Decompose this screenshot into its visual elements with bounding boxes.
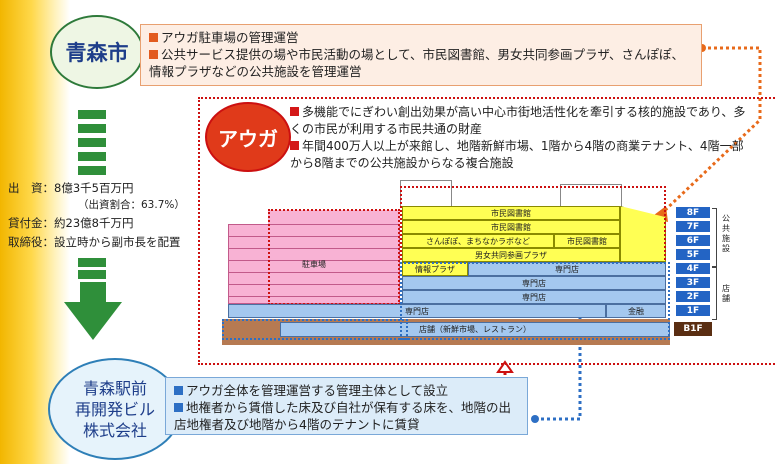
parking-outline — [268, 209, 400, 305]
company-name-line-1: 青森駅前 — [82, 378, 147, 398]
bullet-square-icon — [290, 107, 299, 116]
public-bracket — [712, 208, 717, 268]
green-dash — [78, 138, 106, 147]
public-outline — [400, 186, 666, 264]
green-dash — [78, 166, 106, 175]
company-description: アウガ全体を管理運営する管理主体として設立 地権者から賃借した床及び自社が保有す… — [165, 377, 528, 435]
public-label: 公共施設 — [722, 214, 730, 253]
city-item-1: アウガ駐車場の管理運営 — [149, 29, 693, 46]
shop-label: 店舗 — [722, 284, 730, 303]
green-dash — [78, 152, 106, 161]
bullet-square-icon — [149, 33, 158, 42]
city-description: アウガ駐車場の管理運営 公共サービス提供の場や市民活動の場として、市民図書館、男… — [140, 24, 702, 86]
auga-oval: アウガ — [205, 102, 291, 172]
floor-1f-b: 金融 — [606, 304, 666, 318]
public-wing — [620, 206, 666, 262]
city-name: 青森市 — [65, 41, 129, 65]
green-dash — [78, 124, 106, 133]
floor-2f: 専門店 — [402, 290, 666, 304]
floor-badge-6f: 6F — [676, 235, 710, 246]
company-oval: 青森駅前 再開発ビル 株式会社 — [48, 358, 182, 460]
floor-b1: 店舗（新鮮市場、レストラン） — [280, 322, 670, 337]
shop-bracket — [712, 266, 717, 320]
company-item-2: 地権者から賃借した床及び自社が保有する床を、地階の出店地権者及び地階から4階のテ… — [174, 400, 512, 432]
parking-top — [268, 210, 400, 224]
shop-outline — [400, 262, 670, 340]
down-arrow-stem — [80, 282, 106, 304]
floor-badge-7f: 7F — [676, 221, 710, 232]
city-connector — [658, 46, 762, 217]
auga-item-2: 年間400万人以上が来館し、地階新鮮市場、1階から4階の商業テナント、4階一部か… — [290, 139, 744, 170]
loan-row: 貸付金：約23億8千万円 — [8, 216, 134, 230]
floor-badge-5f: 5F — [676, 249, 710, 260]
company-dot — [531, 415, 539, 423]
floor-6f-a: さんぽぽ、まちなかラボなど — [402, 234, 554, 248]
floor-badge-b1f: B1F — [674, 322, 712, 336]
green-dash — [78, 270, 106, 279]
roof-structure — [400, 180, 452, 207]
roof-structure — [560, 184, 622, 207]
floor-badge-3f: 3F — [676, 277, 710, 288]
company-name-line-3: 株式会社 — [82, 420, 147, 440]
floor-5f: 男女共同参画プラザ — [402, 248, 620, 262]
capital-ratio: （出資割合：63.7%） — [78, 199, 185, 211]
bullet-square-icon — [174, 386, 183, 395]
bullet-square-icon — [174, 403, 183, 412]
company-name-line-2: 再開発ビル — [74, 399, 155, 419]
company-item-1: アウガ全体を管理運営する管理主体として設立 — [174, 382, 519, 399]
city-oval: 青森市 — [50, 15, 144, 89]
director-row: 取締役：設立時から副市長を配置 — [8, 235, 181, 249]
floor-8f: 市民図書館 — [402, 206, 620, 220]
auga-frame — [198, 97, 776, 365]
auga-description: 多機能でにぎわい創出効果が高い中心市街地活性化を牽引する核的施設であり、多くの市… — [290, 104, 750, 172]
capital-row: 出 資：8億3千5百万円 — [8, 181, 134, 195]
floor-badge-4f: 4F — [676, 263, 710, 274]
floor-3f: 専門店 — [402, 276, 666, 290]
bullet-square-icon — [290, 141, 299, 150]
green-dash — [78, 258, 106, 267]
auga-item-1: 多機能でにぎわい創出効果が高い中心市街地活性化を牽引する核的施設であり、多くの市… — [290, 105, 746, 136]
floor-1f-a: 専門店 — [228, 304, 606, 318]
bullet-square-icon — [149, 50, 158, 59]
floor-badge-2f: 2F — [676, 291, 710, 302]
auga-arrow-head — [496, 360, 514, 373]
floor-7f: 市民図書館 — [402, 220, 620, 234]
green-dash — [78, 110, 106, 119]
floor-badge-8f: 8F — [676, 207, 710, 218]
floor-6f-b: 市民図書館 — [554, 234, 620, 248]
shop-outline-left — [222, 319, 408, 340]
floor-badge-1f: 1F — [676, 305, 710, 316]
down-arrow-icon — [64, 302, 122, 340]
city-item-2: 公共サービス提供の場や市民活動の場として、市民図書館、男女共同参画プラザ、さんぽ… — [149, 47, 685, 79]
